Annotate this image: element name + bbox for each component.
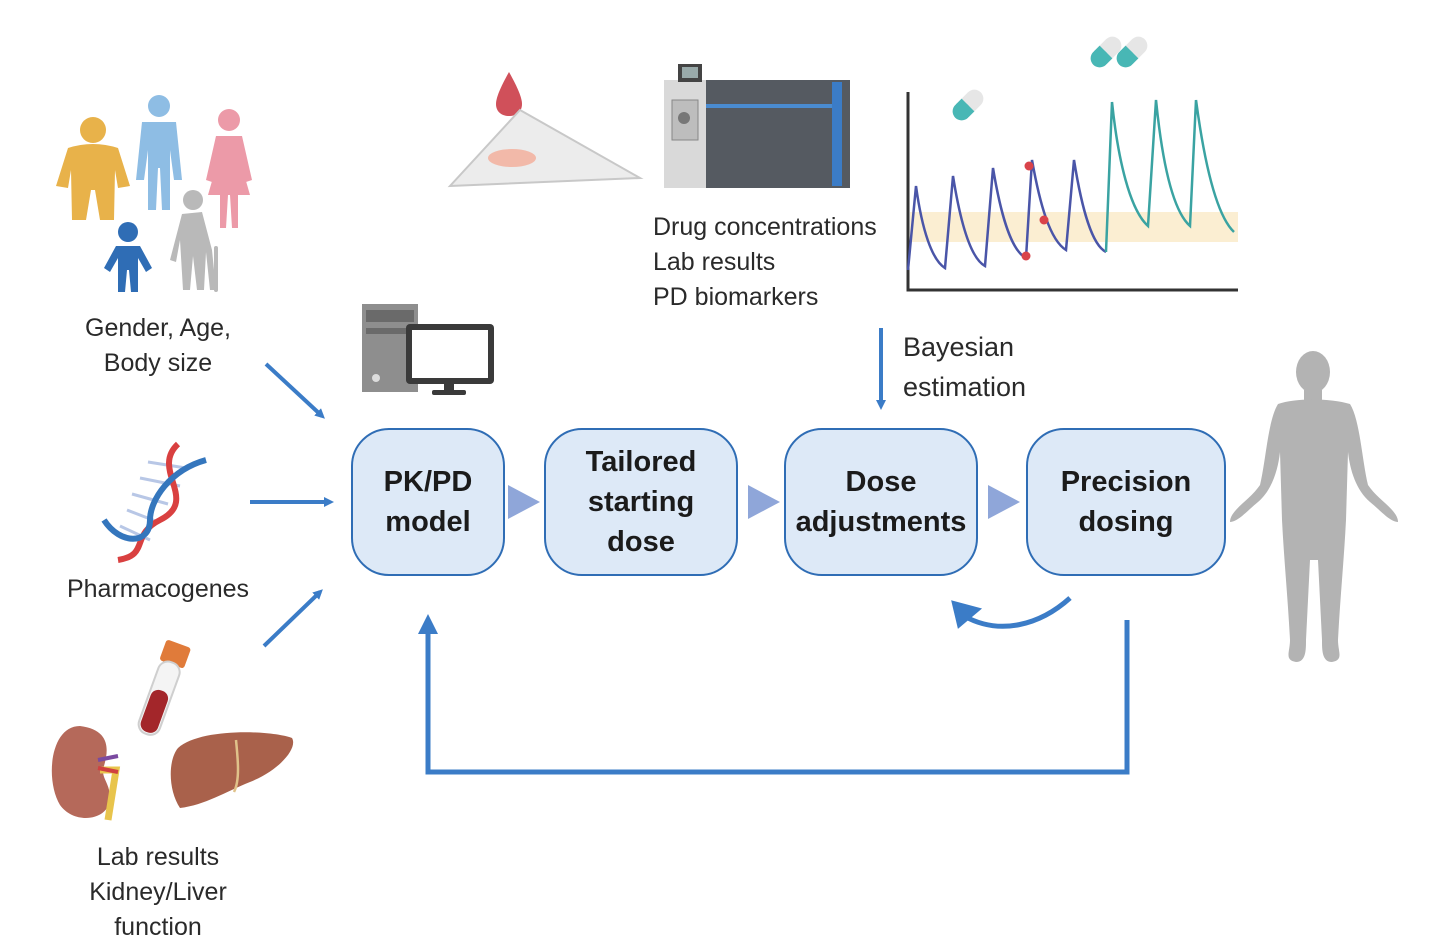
computer-icon xyxy=(362,304,494,395)
bayesian-estimation-label: Bayesian estimation xyxy=(903,332,1027,402)
pk-curve-after xyxy=(1104,99,1235,253)
chevron xyxy=(508,485,540,519)
pk-curve-before xyxy=(906,159,1107,271)
pkpd-model-box: PK/PD model xyxy=(351,428,505,576)
chart-axes xyxy=(906,92,1238,292)
feedback-loop-arrow xyxy=(425,620,1130,775)
therapeutic-window xyxy=(910,212,1238,242)
pk-concentration-chart xyxy=(906,92,1238,292)
sample-point xyxy=(1024,161,1034,171)
human-body-icon xyxy=(1230,351,1398,662)
precision-dosing-label: Precision dosing xyxy=(1060,466,1192,538)
arrow-demographics xyxy=(264,362,325,419)
kidney-icon xyxy=(51,726,121,821)
measurements-label: Drug concentrations Lab results PD bioma… xyxy=(653,213,877,311)
precision-dosing-box: Precision dosing xyxy=(1026,428,1226,576)
feedback-loop-arrowhead xyxy=(418,614,438,634)
slide-icon xyxy=(447,108,644,188)
flow-chevrons xyxy=(508,485,1020,519)
tailored-starting-dose-label: Tailored starting dose xyxy=(585,446,697,558)
feedback-curve-arrow xyxy=(962,596,1072,629)
dna-icon xyxy=(101,441,207,563)
blood-tube-icon xyxy=(137,640,191,736)
arrow-labs xyxy=(262,589,323,648)
input-arrows xyxy=(250,362,334,648)
chevron xyxy=(748,485,780,519)
lab-results-label: Lab results Kidney/Liver function xyxy=(89,843,227,941)
dose-adjustments-box: Dose adjustments xyxy=(784,428,978,576)
people-icon xyxy=(56,95,252,292)
liver-icon xyxy=(170,732,294,808)
mass-spectrometer-icon xyxy=(664,64,850,188)
blood-drop-icon xyxy=(496,72,522,116)
pkpd-model-label: PK/PD model xyxy=(383,466,473,538)
chevron xyxy=(988,485,1020,519)
tailored-starting-dose-box: Tailored starting dose xyxy=(544,428,738,576)
pharmacogenes-label: Pharmacogenes xyxy=(66,575,250,603)
feedback-curve-arrowhead xyxy=(951,600,983,629)
capsule-icon xyxy=(952,36,1148,121)
sample-point xyxy=(1021,251,1031,261)
dose-adjustments-label: Dose adjustments xyxy=(795,466,967,538)
demographics-label: Gender, Age, Body size xyxy=(85,314,231,377)
sample-point xyxy=(1039,215,1049,225)
